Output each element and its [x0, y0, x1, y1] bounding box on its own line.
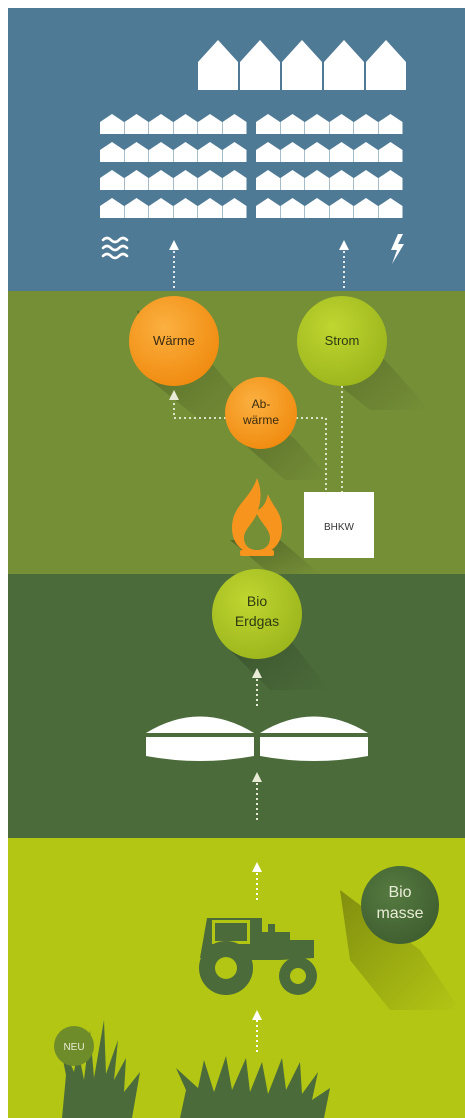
bioerdgas-label-line2: Erdgas [235, 613, 279, 629]
abwaerme-label-line2: wärme [242, 413, 279, 427]
biomasse-node: Bio masse [361, 866, 439, 944]
bioerdgas-label-line1: Bio [247, 593, 267, 609]
neu-badge: NEU [54, 1026, 94, 1066]
waerme-label: Wärme [153, 333, 195, 348]
bhkw-label: BHKW [324, 522, 355, 533]
strom-label: Strom [325, 333, 360, 348]
bhkw-unit: BHKW [304, 492, 374, 558]
abwaerme-label-line1: Ab- [252, 397, 271, 411]
bioerdgas-node: Bio Erdgas [212, 569, 302, 659]
waerme-node: Wärme [129, 296, 219, 386]
strom-node: Strom [297, 296, 387, 386]
biomasse-label-line1: Bio [388, 884, 411, 901]
abwaerme-node: Ab- wärme [225, 377, 297, 449]
neu-label: NEU [63, 1042, 84, 1053]
biomasse-label-line2: masse [376, 905, 423, 922]
